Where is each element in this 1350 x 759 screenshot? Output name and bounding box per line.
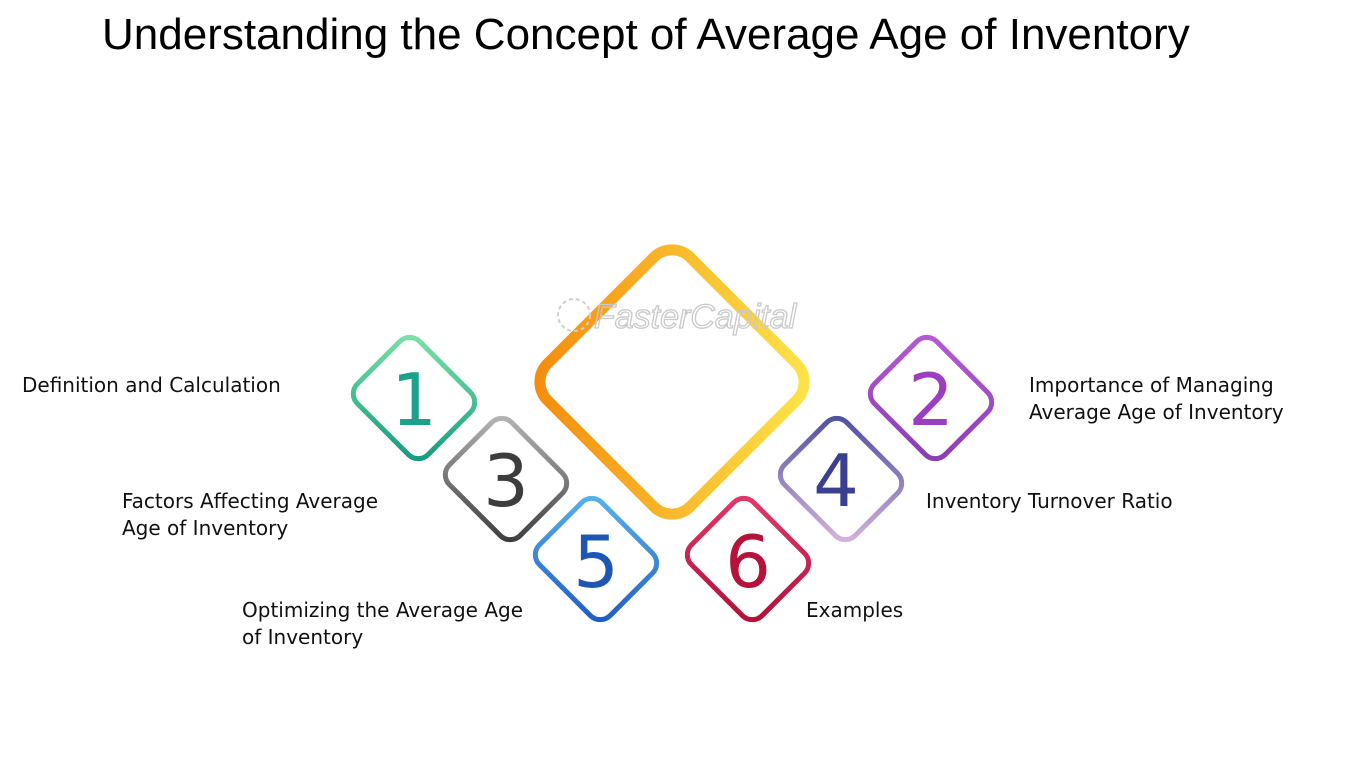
page-title: Understanding the Concept of Average Age… [102, 10, 1190, 59]
label-2: Importance of Managing Average Age of In… [1029, 373, 1284, 424]
label-3: Factors Affecting Average Age of Invento… [122, 489, 379, 540]
center-diamond [534, 244, 810, 520]
step-3: 3 [442, 415, 570, 543]
step-number: 6 [725, 520, 771, 604]
label-1: Definition and Calculation [22, 373, 281, 397]
step-2: 2 [867, 334, 995, 462]
label-4: Inventory Turnover Ratio [926, 489, 1173, 513]
step-1: 1 [350, 334, 478, 462]
watermark: FasterCapital [557, 297, 798, 337]
label-5: Optimizing the Average Age of Inventory [242, 598, 524, 649]
step-number: 4 [813, 439, 859, 523]
step-number: 5 [573, 520, 619, 604]
step-4: 4 [777, 415, 905, 543]
svg-text:FasterCapital: FasterCapital [594, 298, 798, 336]
step-number: 2 [908, 358, 954, 442]
step-6: 6 [684, 495, 812, 623]
step-number: 1 [391, 358, 437, 442]
step-number: 3 [483, 439, 529, 523]
label-6: Examples [806, 598, 904, 622]
step-5: 5 [532, 495, 660, 623]
